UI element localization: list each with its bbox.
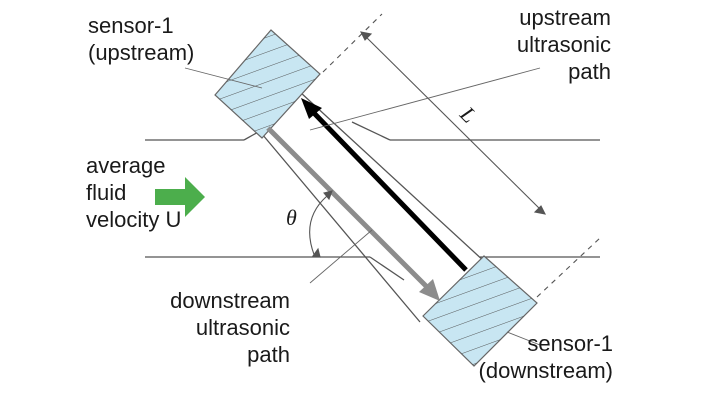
sensor-downstream-label: sensor-1 (downstream): [475, 330, 613, 384]
upstream-path-arrow: [301, 98, 468, 272]
sensor-upstream-label: sensor-1 (upstream): [88, 12, 194, 66]
downstream-path-label-line2: ultrasonic: [195, 315, 290, 340]
fluid-velocity-label-line1: average: [86, 153, 166, 178]
downstream-path-arrow: [266, 126, 440, 301]
fluid-velocity-label-line2: fluid: [86, 180, 127, 205]
downstream-path-label-line1: downstream: [170, 288, 290, 313]
length-dimension: [322, 13, 601, 298]
angle-symbol: θ: [286, 205, 297, 230]
upstream-path-label-line3: path: [568, 59, 611, 84]
sensor-upstream-label-line2: (upstream): [88, 40, 195, 65]
pipe-walls: [145, 91, 600, 323]
sensor-downstream-block: [422, 255, 538, 367]
upstream-path-label: upstream ultrasonic path: [505, 4, 611, 85]
upstream-path-label-line1: upstream: [519, 5, 611, 30]
sensor-downstream-label-line2: (downstream): [478, 358, 613, 383]
downstream-path-label: downstream ultrasonic path: [170, 287, 290, 368]
sensor-upstream-block: [214, 29, 321, 139]
flow-direction-arrow: [155, 177, 205, 217]
fluid-velocity-label-line3: velocity U: [86, 207, 182, 232]
upstream-path-label-line2: ultrasonic: [516, 32, 611, 57]
sensor-downstream-label-line1: sensor-1: [527, 331, 613, 356]
leader-lines: [184, 67, 541, 346]
fluid-velocity-label: average fluid velocity U: [86, 152, 181, 233]
sensor-upstream-label-line1: sensor-1: [88, 13, 174, 38]
angle-arc: [309, 190, 333, 258]
downstream-path-label-line3: path: [247, 342, 290, 367]
